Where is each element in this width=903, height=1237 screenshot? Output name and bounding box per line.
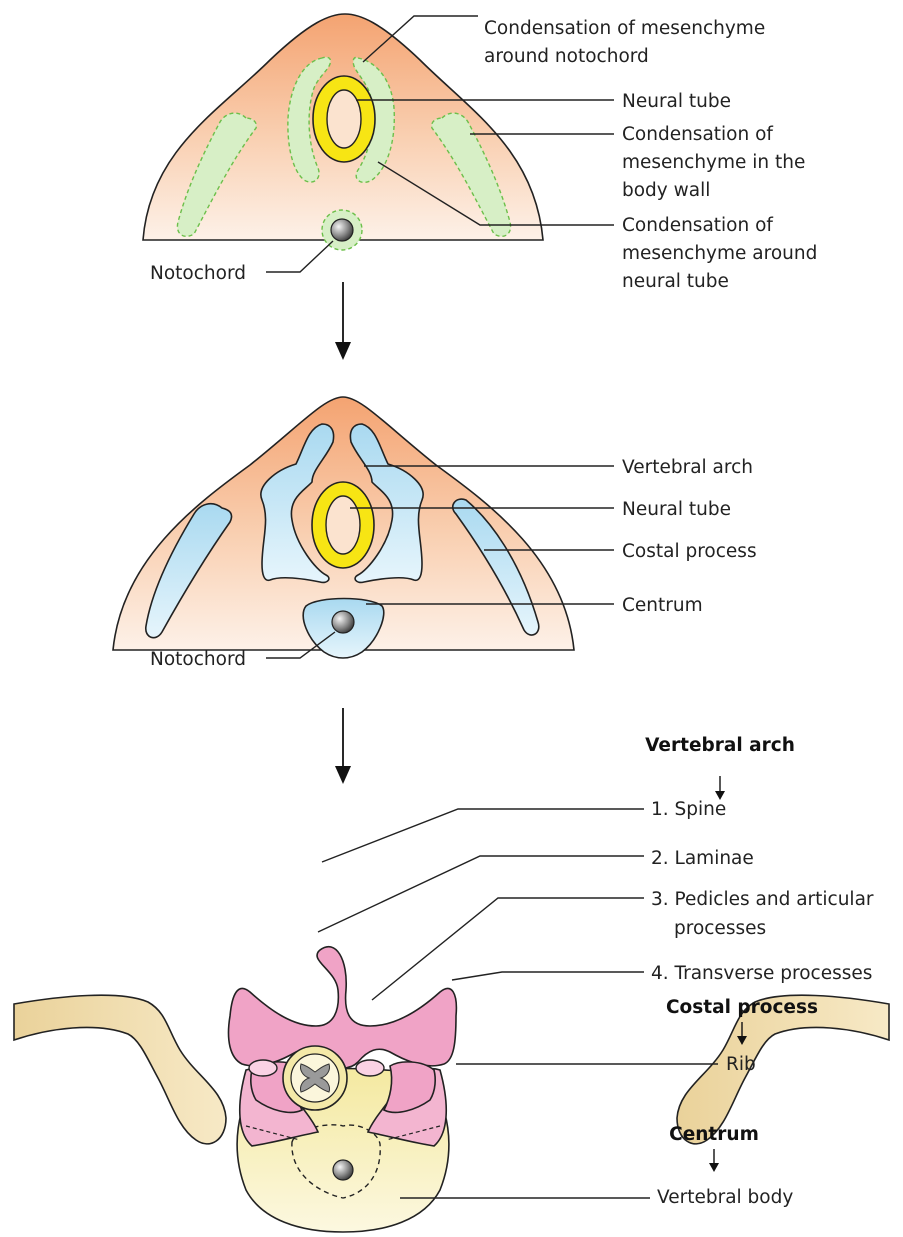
label-body-wall-line1: Condensation of <box>622 124 773 145</box>
label-mesenchyme-notochord-line2: around notochord <box>484 46 649 67</box>
label-around-tube-line3: neural tube <box>622 271 729 292</box>
header-vertebral-arch: Vertebral arch <box>645 735 795 756</box>
notochord-ball-2 <box>332 611 354 633</box>
label-neural-tube-2: Neural tube <box>622 499 731 520</box>
label-vertebral-body: Vertebral body <box>657 1187 793 1208</box>
arrow-down-2 <box>335 708 351 784</box>
arrow-small-3 <box>709 1149 719 1172</box>
panel-cartilage-stage: Vertebral arch Neural tube Costal proces… <box>113 397 757 670</box>
label-spine: 1. Spine <box>651 799 726 820</box>
label-body-wall-line3: body wall <box>622 180 710 201</box>
rib-left <box>14 995 226 1144</box>
label-mesenchyme-notochord-line1: Condensation of mesenchyme <box>484 18 765 39</box>
panel-mesenchyme-stage: Condensation of mesenchyme around notoch… <box>143 14 817 292</box>
label-vertebral-arch: Vertebral arch <box>622 457 753 478</box>
header-costal-process: Costal process <box>666 997 818 1018</box>
label-costal-process: Costal process <box>622 541 757 562</box>
label-body-wall-line2: mesenchyme in the <box>622 152 805 173</box>
header-centrum: Centrum <box>669 1124 759 1145</box>
vertebral-arch-pink <box>229 947 457 1068</box>
label-around-tube-line2: mesenchyme around <box>622 243 817 264</box>
label-pedicles-line2: processes <box>674 918 766 939</box>
neural-canal-2 <box>326 496 360 554</box>
leader-transverse <box>452 972 644 980</box>
arrow-down-1 <box>335 282 351 360</box>
notochord-ball <box>331 219 353 241</box>
articular-process-left-top <box>249 1060 277 1076</box>
arrow-small-1 <box>715 776 725 800</box>
label-rib: Rib <box>726 1054 756 1075</box>
label-notochord-1: Notochord <box>150 263 246 284</box>
leader-pedicles <box>372 898 644 1000</box>
articular-process-right-top <box>356 1060 384 1076</box>
label-around-tube-line1: Condensation of <box>622 215 773 236</box>
label-transverse: 4. Transverse processes <box>651 963 872 984</box>
leader-notochord-1 <box>266 241 333 272</box>
leader-spine <box>322 809 644 862</box>
label-laminae: 2. Laminae <box>651 848 754 869</box>
notochord-remnant <box>333 1160 353 1180</box>
label-pedicles-line1: 3. Pedicles and articular <box>651 889 874 910</box>
label-notochord-2: Notochord <box>150 649 246 670</box>
leader-laminae <box>318 856 644 932</box>
neural-canal <box>327 90 361 148</box>
label-neural-tube-1: Neural tube <box>622 91 731 112</box>
label-centrum: Centrum <box>622 595 703 616</box>
panel-adult-vertebra: Vertebral arch Costal process Centrum 1.… <box>14 735 889 1232</box>
